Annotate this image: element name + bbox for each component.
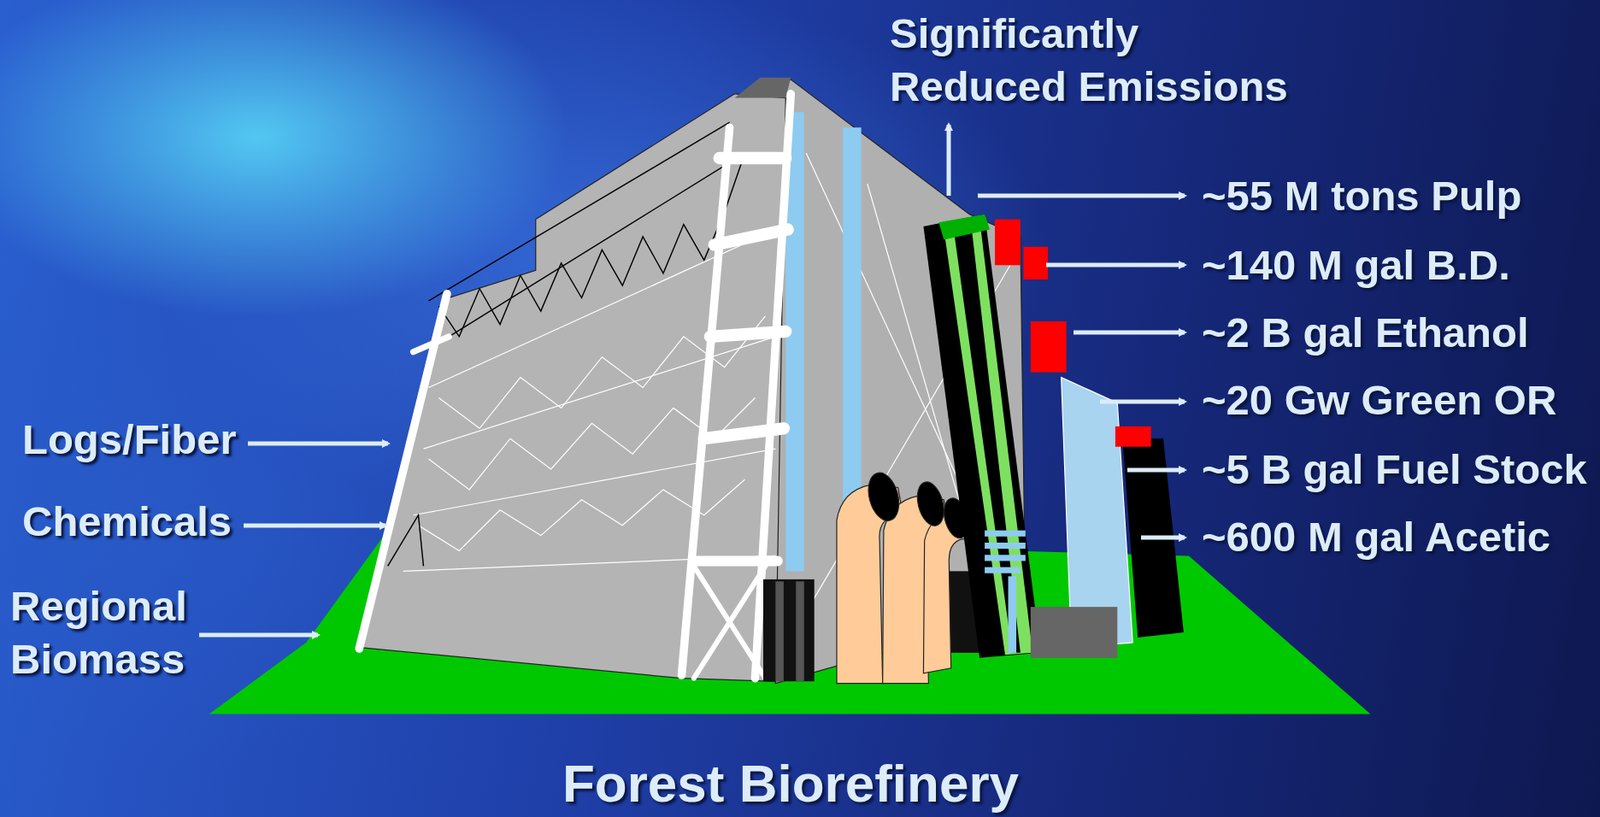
main-building bbox=[362, 77, 1026, 684]
leader-arrow bbox=[1141, 535, 1185, 541]
process-tower-part-part bbox=[984, 554, 1026, 561]
exhaust-pipes-part bbox=[912, 479, 948, 530]
process-tower-part-part bbox=[1008, 576, 1018, 653]
support-frame-part bbox=[694, 565, 766, 678]
output-label: ~5 B gal Fuel Stock bbox=[1201, 442, 1588, 496]
process-tower-part bbox=[938, 214, 990, 241]
process-tower-part bbox=[1023, 247, 1048, 280]
main-building-part-part bbox=[428, 229, 776, 389]
leader-arrow bbox=[1127, 468, 1185, 473]
process-tower-part bbox=[984, 530, 1026, 653]
support-frame-part bbox=[714, 229, 789, 246]
output-label: ~600 M gal Acetic bbox=[1201, 510, 1551, 564]
process-tower-part-part bbox=[984, 530, 1026, 537]
leader-arrow bbox=[947, 124, 952, 196]
diagram-title: Forest Biorefinery bbox=[562, 753, 1019, 814]
process-tower-part-part bbox=[984, 567, 1021, 574]
machinery-part bbox=[775, 581, 784, 682]
output-label: Chemicals bbox=[22, 494, 232, 548]
main-building-part-part bbox=[448, 152, 745, 337]
main-building-part-part bbox=[438, 152, 745, 337]
leader-arrow bbox=[243, 523, 386, 529]
process-tower-part bbox=[923, 214, 1041, 659]
process-tower bbox=[923, 214, 1183, 659]
output-label: Logs/Fiber bbox=[22, 412, 236, 466]
support-frame bbox=[358, 94, 791, 679]
leader-arrow bbox=[977, 194, 1185, 199]
process-tower-part bbox=[943, 219, 1033, 656]
support-frame-part bbox=[413, 336, 450, 353]
support-frame-part bbox=[710, 331, 786, 337]
support-frame-part bbox=[719, 152, 787, 165]
leader-arrow bbox=[199, 633, 318, 638]
main-building-part-part bbox=[428, 122, 730, 301]
output-label: ~140 M gal B.D. bbox=[1201, 238, 1511, 292]
main-building-part bbox=[388, 122, 746, 566]
support-frame-part bbox=[682, 127, 730, 676]
main-building-part-part bbox=[413, 448, 777, 516]
support-frame-part bbox=[694, 565, 766, 678]
main-building-part bbox=[729, 77, 792, 103]
leader-arrow bbox=[1046, 263, 1185, 268]
process-tower-part bbox=[1030, 606, 1118, 659]
leader-arrow bbox=[247, 441, 389, 447]
process-tower-part bbox=[1030, 321, 1067, 373]
output-label: ~20 Gw Green OR bbox=[1201, 373, 1557, 427]
process-tower-part bbox=[994, 219, 1021, 266]
support-frame-part bbox=[704, 428, 784, 439]
machinery-part bbox=[763, 579, 815, 682]
process-tower-part bbox=[953, 226, 1021, 653]
machinery-part bbox=[795, 581, 805, 682]
exhaust-pipes-part bbox=[863, 469, 904, 524]
exhaust-pipes bbox=[836, 469, 973, 683]
support-frame-part bbox=[358, 294, 448, 649]
output-label: Significantly Reduced Emissions bbox=[889, 6, 1318, 113]
arrow-group bbox=[199, 124, 1185, 636]
process-tower-part bbox=[1115, 426, 1152, 448]
output-label: Regional Biomass bbox=[10, 579, 224, 686]
process-tower-part-part bbox=[984, 542, 1026, 549]
output-label: ~55 M tons Pulp bbox=[1201, 169, 1522, 223]
leader-arrow bbox=[1100, 400, 1185, 405]
leader-arrow bbox=[1073, 330, 1185, 336]
output-label: ~2 B gal Ethanol bbox=[1201, 305, 1530, 359]
